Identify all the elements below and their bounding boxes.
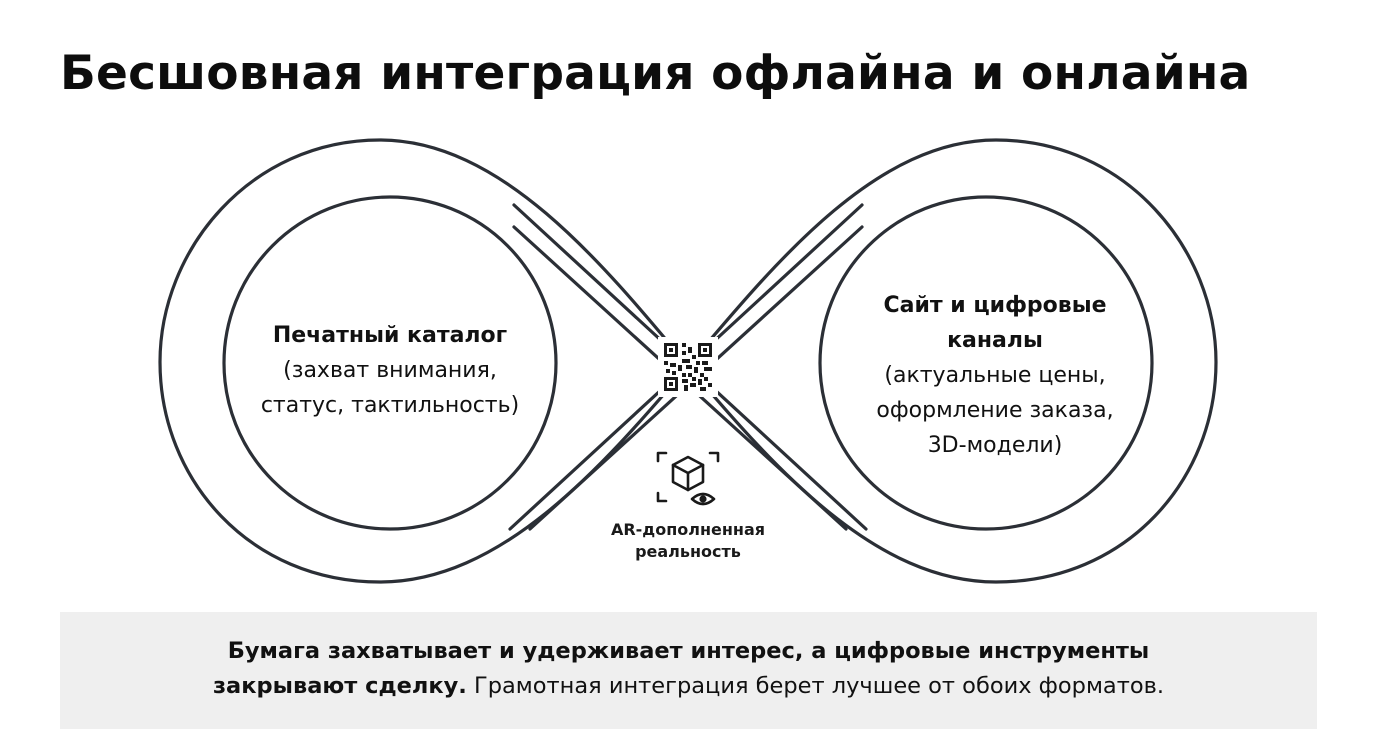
digital-channels-detail-3: 3D-модели) bbox=[927, 433, 1063, 458]
summary-line-2-bold: закрывают сделку. bbox=[212, 673, 467, 699]
print-catalog-node: Печатный каталог (захват внимания, стату… bbox=[225, 318, 555, 423]
print-catalog-detail-2: статус, тактильность) bbox=[260, 393, 520, 418]
left-inner-circle bbox=[222, 195, 558, 531]
right-inner-circle bbox=[818, 195, 1154, 531]
qr-code-icon bbox=[664, 343, 712, 391]
summary-line-2: закрывают сделку. Грамотная интеграция б… bbox=[60, 669, 1317, 704]
ar-label-line-1: AR-дополненная bbox=[610, 520, 766, 539]
print-catalog-detail-1: (захват внимания, bbox=[283, 358, 497, 383]
summary-line-2-regular: Грамотная интеграция берет лучшее от обо… bbox=[466, 673, 1165, 699]
digital-channels-detail-1: (актуальные цены, bbox=[884, 363, 1106, 388]
ar-cube-eye-icon bbox=[656, 451, 720, 506]
summary-line-1: Бумага захватывает и удерживает интерес,… bbox=[227, 638, 1150, 664]
ar-label-line-2: реальность bbox=[635, 542, 741, 561]
summary-box: Бумага захватывает и удерживает интерес,… bbox=[60, 612, 1317, 729]
print-catalog-heading: Печатный каталог bbox=[272, 323, 508, 348]
summary-text: Бумага захватывает и удерживает интерес,… bbox=[60, 634, 1317, 704]
digital-channels-detail-2: оформление заказа, bbox=[876, 398, 1114, 423]
ar-label: AR-дополненная реальность bbox=[578, 519, 798, 563]
digital-channels-heading-2: каналы bbox=[947, 328, 1043, 353]
digital-channels-node: Сайт и цифровые каналы (актуальные цены,… bbox=[820, 288, 1170, 463]
digital-channels-heading-1: Сайт и цифровые bbox=[883, 293, 1107, 318]
page-title: Бесшовная интеграция офлайна и онлайна bbox=[60, 46, 1251, 101]
